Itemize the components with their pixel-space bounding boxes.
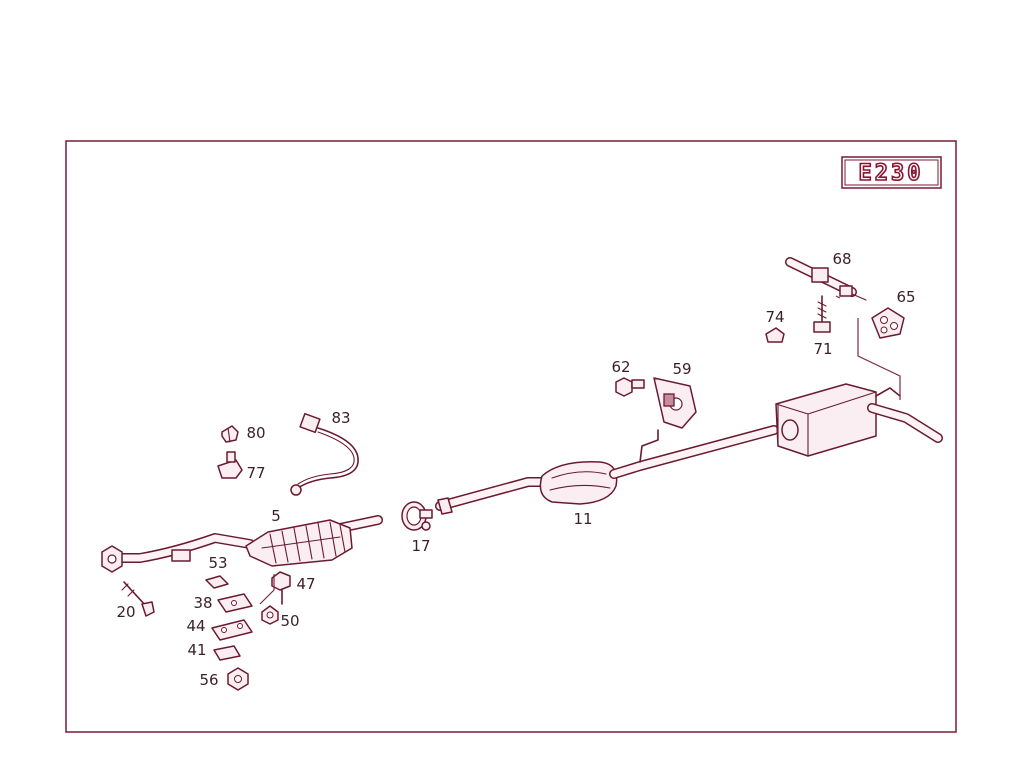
label-53: 53: [208, 554, 227, 572]
diagram-frame: [65, 140, 957, 733]
clamp-41: [213, 645, 241, 661]
oxygen-sensor: [290, 412, 359, 496]
nut-56: [227, 667, 249, 691]
bracket-44: [211, 619, 253, 641]
holder-77: [217, 451, 243, 479]
label-80: 80: [246, 424, 265, 442]
front-pipe: [101, 533, 255, 573]
catalytic-converter: [245, 515, 383, 567]
label-20: 20: [116, 603, 135, 621]
label-71: 71: [813, 340, 832, 358]
label-44: 44: [186, 617, 205, 635]
label-65: 65: [896, 288, 915, 306]
rubber-mount: [871, 307, 905, 339]
leader-lines: [259, 295, 901, 605]
model-badge: E230: [841, 156, 942, 189]
bolt-47: [271, 571, 291, 605]
pipe-clamp: [401, 501, 433, 531]
hanger-bracket: [653, 377, 697, 429]
label-11: 11: [573, 510, 592, 528]
nut-50: [261, 605, 279, 625]
bolt-62: [615, 377, 645, 397]
label-41: 41: [187, 641, 206, 659]
label-62: 62: [611, 358, 630, 376]
rear-silencer: [775, 383, 943, 457]
bracket-53: [205, 575, 229, 589]
model-badge-text: E230: [859, 161, 924, 186]
label-77: 77: [246, 464, 265, 482]
label-56: 56: [199, 671, 218, 689]
label-38: 38: [193, 594, 212, 612]
label-74: 74: [765, 308, 784, 326]
nut-74: [765, 327, 785, 343]
label-83: 83: [331, 409, 350, 427]
rear-hanger: [785, 257, 867, 301]
intermediate-pipe: [609, 425, 779, 479]
bolt-20: [121, 581, 155, 617]
middle-silencer: [539, 461, 618, 505]
screw-71: [813, 295, 831, 333]
label-50: 50: [280, 612, 299, 630]
label-68: 68: [832, 250, 851, 268]
label-59: 59: [672, 360, 691, 378]
label-17: 17: [411, 537, 430, 555]
bracket-38: [217, 593, 253, 613]
label-5: 5: [271, 507, 281, 525]
center-pipe: [435, 477, 553, 515]
clip-80: [221, 425, 239, 443]
label-47: 47: [296, 575, 315, 593]
